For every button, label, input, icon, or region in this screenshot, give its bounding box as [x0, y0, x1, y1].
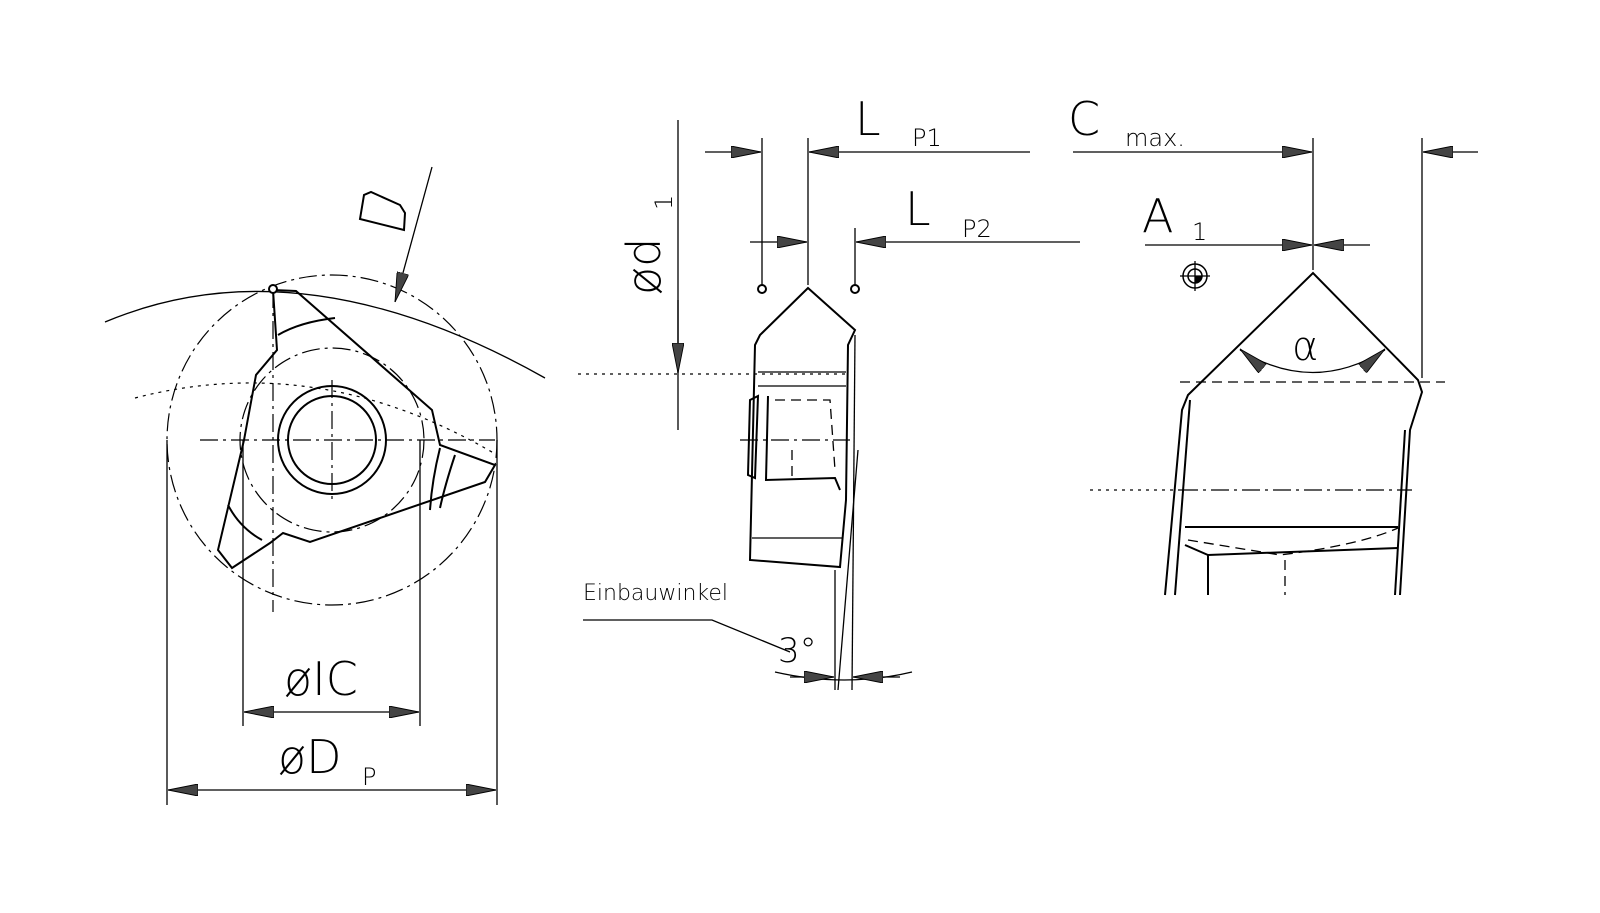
alpha-label: α	[1292, 324, 1318, 370]
detail-outline	[1164, 271, 1424, 596]
view-arrow	[394, 166, 433, 302]
ic-label: øIC	[284, 652, 358, 706]
a1-subscript: 1	[1192, 218, 1207, 246]
side-outline	[748, 286, 857, 569]
lp1-label: L	[855, 92, 881, 146]
hole-inner	[287, 395, 377, 485]
workpiece-arc	[104, 290, 546, 379]
d1-label: ød	[617, 238, 671, 295]
dp-subscript: P	[362, 763, 376, 791]
dotted-arc	[134, 382, 498, 456]
einbauwinkel-label: Einbauwinkel	[583, 581, 728, 606]
d1-subscript: 1	[650, 195, 678, 210]
hole-outer	[277, 385, 387, 495]
view-direction-symbol	[358, 190, 407, 232]
insert-top-view: øIC øD P	[104, 166, 546, 805]
angle-label: 3°	[778, 631, 817, 671]
insert-detail-view: C max. A 1 α	[1068, 92, 1478, 596]
lp1-subscript: P1	[912, 124, 942, 152]
lp2-label: L	[905, 182, 931, 236]
datum-target-icon	[1180, 261, 1210, 291]
dp-label: øD	[278, 730, 342, 784]
cmax-subscript: max.	[1125, 124, 1185, 152]
insert-outline	[216, 288, 497, 570]
cmax-label: C	[1068, 92, 1100, 146]
lp2-subscript: P2	[962, 215, 992, 243]
a1-label: A	[1142, 189, 1173, 243]
insert-side-view: ød 1 L P1 L P2 Einbauwinkel 3°	[578, 92, 1080, 691]
